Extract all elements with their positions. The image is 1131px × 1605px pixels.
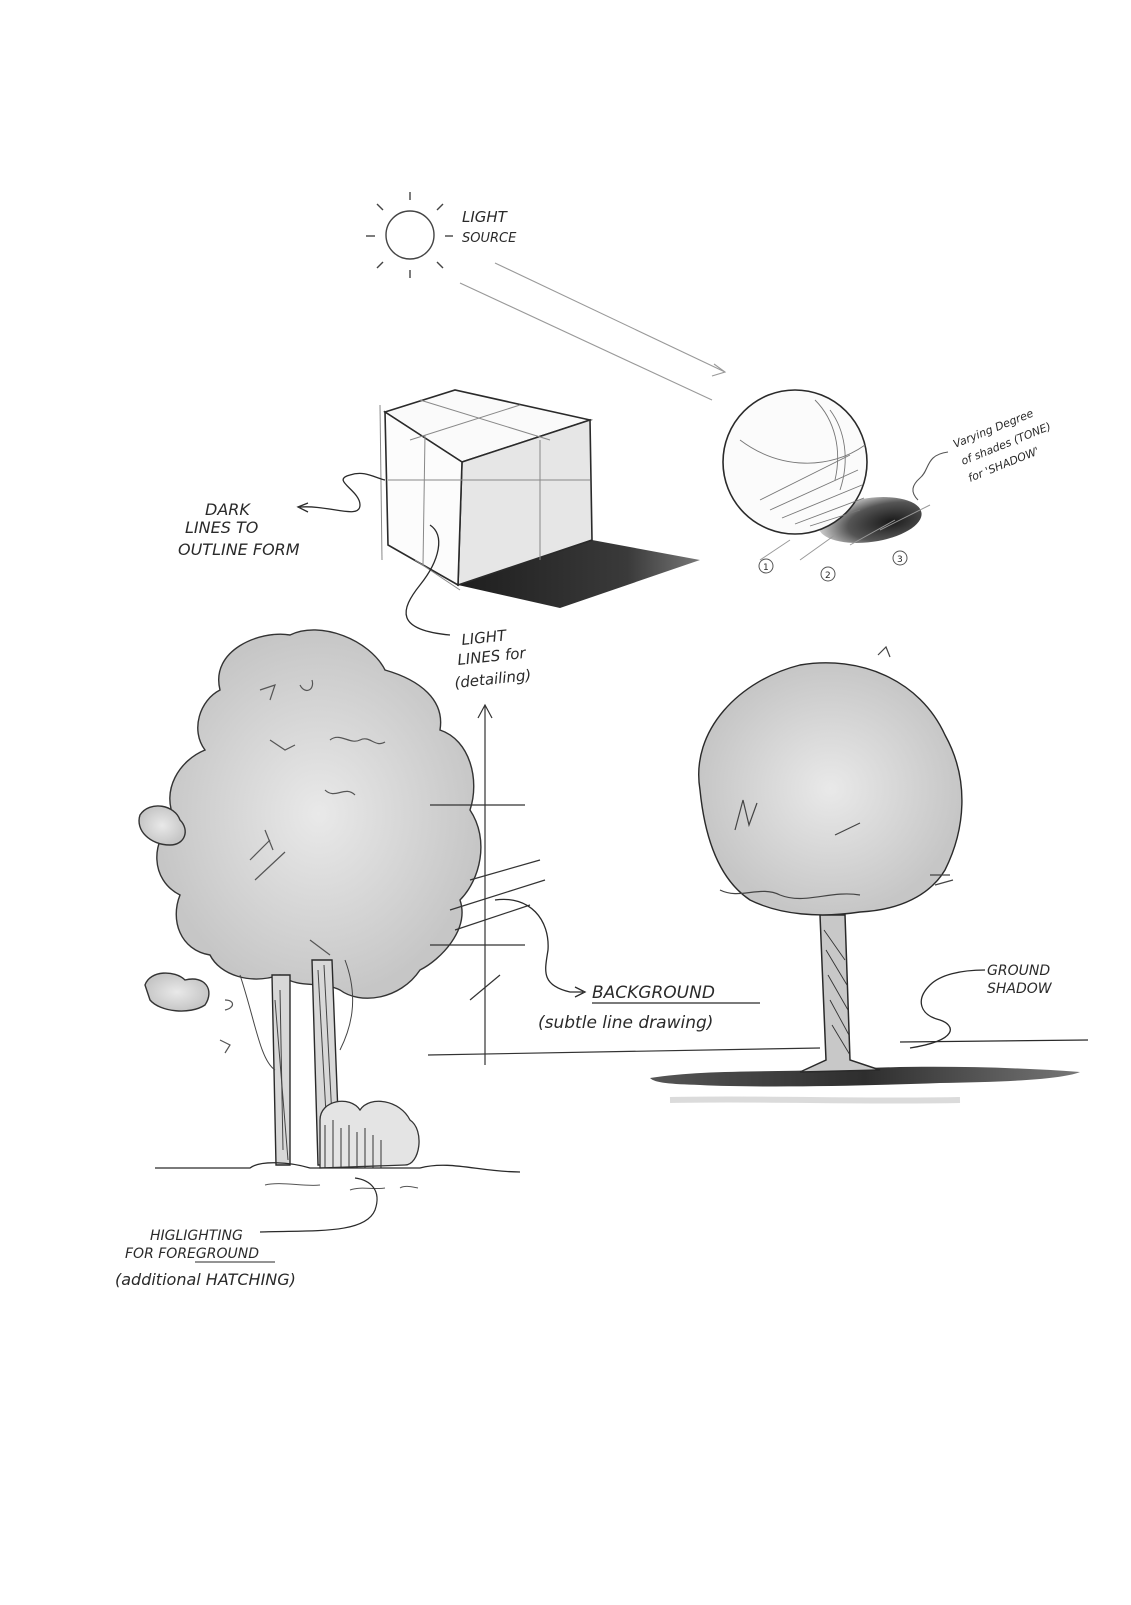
left-tree-bush [319, 1100, 420, 1169]
cube-drawing [379, 389, 700, 608]
light-rays [459, 262, 727, 401]
light-lines-label-1: LIGHT [461, 626, 509, 649]
light-source-label-2: SOURCE [462, 231, 517, 246]
right-tree-trunk [799, 914, 881, 1073]
shadow-degree-markers [758, 550, 908, 582]
background-line-drawing [427, 703, 821, 1065]
light-source-label-1: LIGHT [462, 208, 509, 226]
dark-lines-label-3: OUTLINE FORM [178, 540, 300, 559]
left-tree-foliage [138, 629, 482, 1012]
right-tree-ground-line [899, 1039, 1089, 1043]
foreground-arrow [259, 1177, 378, 1233]
shadow-marker-1: 1 [763, 563, 769, 573]
foreground-label-3: (additional HATCHING) [115, 1270, 296, 1289]
background-arrow [494, 898, 583, 993]
sun-icon [366, 192, 453, 278]
background-label-2: (subtle line drawing) [538, 1013, 713, 1033]
foreground-label-2: FOR FOREGROUND [125, 1246, 259, 1262]
background-label-1: BACKGROUND [592, 983, 715, 1003]
right-tree-ground-shadow [650, 1066, 1080, 1087]
right-tree [650, 645, 1089, 1104]
cube-cast-shadow [458, 540, 700, 608]
left-tree-ground [155, 1162, 521, 1173]
ground-shadow-label-2: SHADOW [987, 981, 1053, 997]
left-tree [138, 629, 521, 1191]
ground-shadow-arrow [909, 969, 986, 1049]
shadow-marker-2: 2 [825, 571, 831, 581]
foreground-label-1: HIGLIGHTING [150, 1228, 243, 1244]
dark-lines-label-1: DARK [205, 500, 251, 519]
light-lines-label-3: (detailing) [454, 666, 533, 692]
shade-arrow [912, 451, 949, 501]
shadow-marker-3: 3 [897, 555, 903, 565]
ground-shadow-label-1: GROUND [987, 963, 1050, 979]
sphere-drawing [722, 389, 931, 561]
dark-lines-arrow [299, 472, 386, 513]
right-tree-foliage [698, 662, 963, 916]
light-lines-arrow [405, 524, 451, 636]
dark-lines-label-2: LINES TO [185, 518, 258, 537]
